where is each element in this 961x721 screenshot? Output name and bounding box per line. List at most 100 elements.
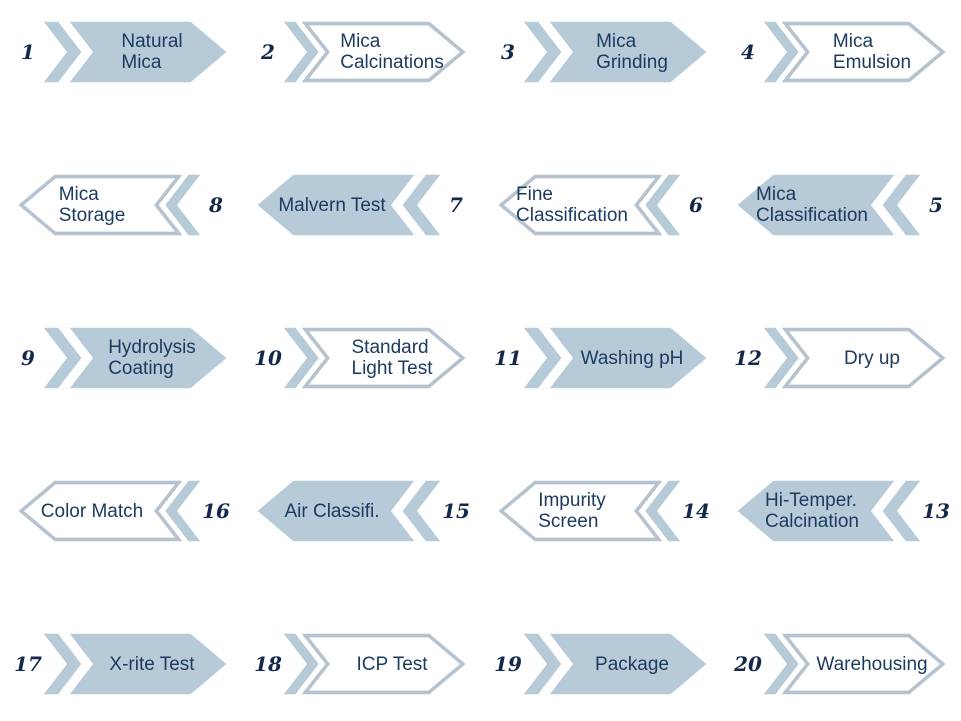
chevron-arrow-shape: Washing pH — [522, 326, 710, 390]
step-label: Malvern Test — [254, 173, 442, 237]
step-label-lines: Dry up — [844, 348, 900, 369]
chevron-arrow-shape: X-rite Test — [42, 632, 230, 696]
step-label-line: X-rite Test — [109, 653, 195, 675]
step-label-line: Color Match — [40, 500, 144, 522]
step-label-line: Hydrolysis — [108, 337, 196, 358]
chevron-arrow-shape: Air Classifi. — [254, 479, 442, 543]
step-label-line: Mica — [596, 31, 637, 52]
step-label-line: Impurity — [538, 490, 606, 511]
step-label-line: Mica — [58, 184, 99, 205]
step-label-line: Classification — [756, 205, 868, 226]
chevron-arrow-right-filled-graphic — [523, 633, 707, 695]
step-label: ICP Test — [282, 632, 470, 696]
step-label-line: Natural — [121, 31, 183, 52]
flow-cell: 18 ICP Test — [240, 632, 480, 696]
step-number: 2 — [261, 40, 275, 64]
step-label-lines: Package — [595, 654, 669, 675]
chevron-arrow-left-filled-graphic — [257, 174, 441, 236]
chevron-arrow-shape: Package — [522, 632, 710, 696]
step-number: 18 — [254, 652, 282, 676]
chevron-arrow-right-filled-graphic — [523, 327, 707, 389]
step-label-line: Classification — [516, 205, 628, 226]
step-label-line: Fine — [516, 184, 553, 205]
flow-cell: 19 Package — [480, 632, 720, 696]
chevron-arrow-shape: Hi-Temper.Calcination — [734, 479, 922, 543]
step-number: 11 — [494, 346, 522, 370]
step-number: 1 — [21, 40, 35, 64]
step-number: 13 — [922, 499, 950, 523]
step-number: 3 — [501, 40, 515, 64]
step-label-line: Malvern Test — [278, 194, 386, 216]
step-label: Washing pH — [522, 326, 710, 390]
chevron-arrow-right-filled-graphic — [43, 633, 227, 695]
chevron-arrow-shape: ICP Test — [282, 632, 470, 696]
step-label-line: Coating — [108, 358, 174, 379]
step-label-line: ICP Test — [356, 653, 428, 675]
chevron-arrow-shape: Malvern Test — [254, 173, 442, 237]
step-label-lines: X-rite Test — [109, 654, 194, 675]
chevron-arrow-right-outlined-graphic — [283, 327, 466, 389]
step-label-lines: Malvern Test — [278, 195, 385, 216]
step-label-line: Dry up — [844, 347, 900, 369]
step-label-line: Mica — [121, 52, 162, 73]
chevron-arrow-left-filled-graphic — [257, 480, 441, 542]
step-label-line: Washing pH — [580, 347, 684, 369]
step-label: X-rite Test — [42, 632, 230, 696]
step-number: 20 — [734, 652, 762, 676]
step-label-line: Calcinations — [340, 52, 444, 73]
step-label-line: Standard — [351, 337, 429, 358]
flow-cell: 17 X-rite Test — [0, 632, 240, 696]
chevron-arrow-left-outlined-graphic — [498, 174, 681, 236]
step-label-line: Screen — [538, 511, 599, 532]
step-label-line: Mica — [832, 31, 874, 52]
step-label: Color Match — [14, 479, 202, 543]
step-number: 17 — [14, 652, 42, 676]
chevron-arrow-shape: Warehousing — [762, 632, 950, 696]
step-label: Warehousing — [762, 632, 950, 696]
step-number: 9 — [21, 346, 35, 370]
step-label-line: Storage — [58, 205, 126, 226]
chevron-arrow-right-outlined-graphic — [283, 633, 466, 695]
step-label-line: Package — [595, 653, 669, 675]
step-11: 11 Washing pH — [494, 326, 710, 390]
chevron-arrow-right-outlined-graphic — [763, 21, 946, 83]
step-number: 19 — [494, 652, 522, 676]
step-label: Package — [522, 632, 710, 696]
chevron-arrow-right-filled-graphic — [43, 327, 227, 389]
chevron-arrow-right-outlined-graphic — [763, 327, 946, 389]
chevron-arrow-right-filled-graphic — [523, 21, 707, 83]
